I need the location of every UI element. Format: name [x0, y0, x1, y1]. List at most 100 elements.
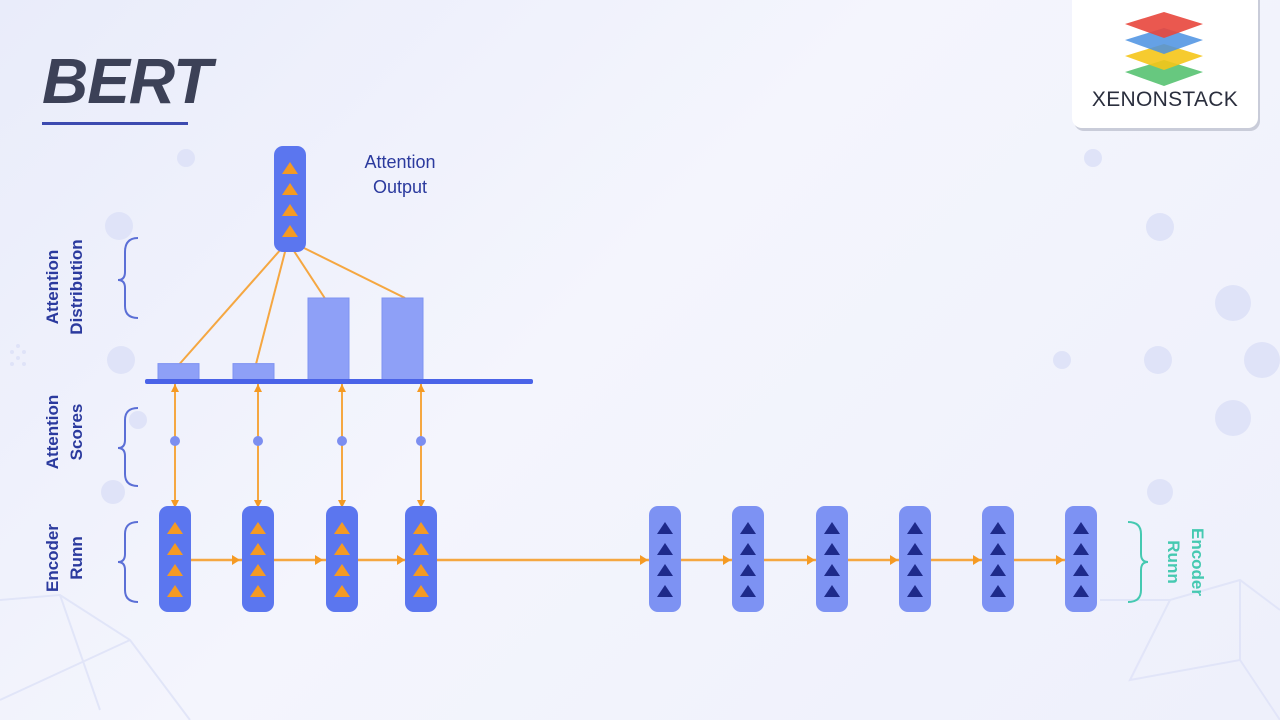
node-triangle-icon: [824, 522, 840, 534]
logo-text: XENONSTACK: [1091, 88, 1239, 111]
brackets: [117, 237, 139, 603]
bracket-encoder-left: [117, 521, 139, 603]
node-triangle-icon: [334, 543, 350, 555]
bracket-encoder-right: [1127, 521, 1149, 603]
node-triangle-icon: [167, 564, 183, 576]
node-body: [816, 506, 848, 612]
node-body: [159, 506, 191, 612]
score-arrowhead-icon: [254, 384, 262, 392]
node-triangle-icon: [334, 585, 350, 597]
node-triangle-icon: [657, 522, 673, 534]
attention-distribution-bars: [157, 297, 424, 381]
encoder-run-left-label: Encoder Runn: [43, 524, 86, 592]
node-triangle-icon: [907, 585, 923, 597]
svg-text:Encoder: Encoder: [43, 524, 62, 592]
svg-text:Attention: Attention: [43, 250, 62, 325]
svg-text:Attention: Attention: [43, 395, 62, 470]
sequence-arrowhead-icon: [723, 555, 731, 565]
node-triangle-icon: [740, 522, 756, 534]
node-triangle-icon: [282, 183, 298, 195]
node-triangle-icon: [740, 564, 756, 576]
node-triangle-icon: [250, 543, 266, 555]
sequence-arrowhead-icon: [890, 555, 898, 565]
score-arrowhead-icon: [338, 384, 346, 392]
sequence-arrowhead-icon: [315, 555, 323, 565]
node-triangle-icon: [250, 585, 266, 597]
score-dot: [416, 436, 426, 446]
sequence-arrowhead-icon: [973, 555, 981, 565]
score-dot: [337, 436, 347, 446]
attention-distribution-label: Attention Distribution: [43, 239, 86, 334]
node-triangle-icon: [413, 585, 429, 597]
node-body: [982, 506, 1014, 612]
node-body: [649, 506, 681, 612]
encoder-run-right-label: Encoder Runn: [1164, 528, 1207, 596]
encoder-node-active: [405, 506, 437, 612]
sequence-arrows: [232, 555, 1064, 565]
node-body: [732, 506, 764, 612]
sequence-arrowhead-icon: [397, 555, 405, 565]
node-triangle-icon: [1073, 585, 1089, 597]
node-triangle-icon: [334, 522, 350, 534]
node-triangle-icon: [334, 564, 350, 576]
node-triangle-icon: [990, 543, 1006, 555]
xenonstack-logo-icon: [1125, 12, 1203, 86]
node-triangle-icon: [657, 585, 673, 597]
node-triangle-icon: [167, 585, 183, 597]
node-triangle-icon: [990, 564, 1006, 576]
distribution-axis: [145, 379, 533, 384]
node-triangle-icon: [1073, 522, 1089, 534]
encoder-nodes: [159, 506, 1097, 612]
node-triangle-icon: [413, 564, 429, 576]
node-triangle-icon: [250, 564, 266, 576]
svg-text:Encoder: Encoder: [1188, 528, 1207, 596]
bracket-distribution: [117, 237, 139, 319]
attention-scores-label: Attention Scores: [43, 395, 86, 470]
score-dot: [253, 436, 263, 446]
node-body: [242, 506, 274, 612]
node-triangle-icon: [413, 543, 429, 555]
encoder-node: [982, 506, 1014, 612]
node-triangle-icon: [250, 522, 266, 534]
node-triangle-icon: [1073, 564, 1089, 576]
output-connection-line: [299, 245, 406, 299]
encoder-node: [649, 506, 681, 612]
node-triangle-icon: [824, 564, 840, 576]
node-triangle-icon: [657, 543, 673, 555]
node-triangle-icon: [167, 543, 183, 555]
output-connection-line: [175, 247, 283, 369]
node-triangle-icon: [167, 522, 183, 534]
attention-bar: [232, 363, 275, 381]
attention-bar: [381, 297, 424, 381]
node-body: [1065, 506, 1097, 612]
node-triangle-icon: [740, 543, 756, 555]
svg-text:Distribution: Distribution: [67, 239, 86, 334]
attention-bar: [157, 363, 200, 381]
title-underline: [42, 122, 188, 125]
node-triangle-icon: [907, 522, 923, 534]
node-body: [274, 146, 306, 252]
node-triangle-icon: [282, 162, 298, 174]
encoder-node-active: [242, 506, 274, 612]
attention-output-label-line1: Attention: [364, 152, 435, 172]
node-triangle-icon: [1073, 543, 1089, 555]
node-triangle-icon: [282, 204, 298, 216]
node-body: [405, 506, 437, 612]
svg-text:Scores: Scores: [67, 404, 86, 461]
score-arrowhead-icon: [171, 384, 179, 392]
output-connection-line: [291, 247, 327, 301]
page-title: BERT: [42, 45, 212, 117]
sequence-arrowhead-icon: [232, 555, 240, 565]
sequence-arrowhead-icon: [807, 555, 815, 565]
node-triangle-icon: [824, 543, 840, 555]
sequence-arrowhead-icon: [1056, 555, 1064, 565]
node-triangle-icon: [413, 522, 429, 534]
svg-text:Runn: Runn: [1164, 540, 1183, 583]
node-triangle-icon: [990, 522, 1006, 534]
node-body: [326, 506, 358, 612]
output-node: [274, 146, 306, 252]
encoder-node: [732, 506, 764, 612]
